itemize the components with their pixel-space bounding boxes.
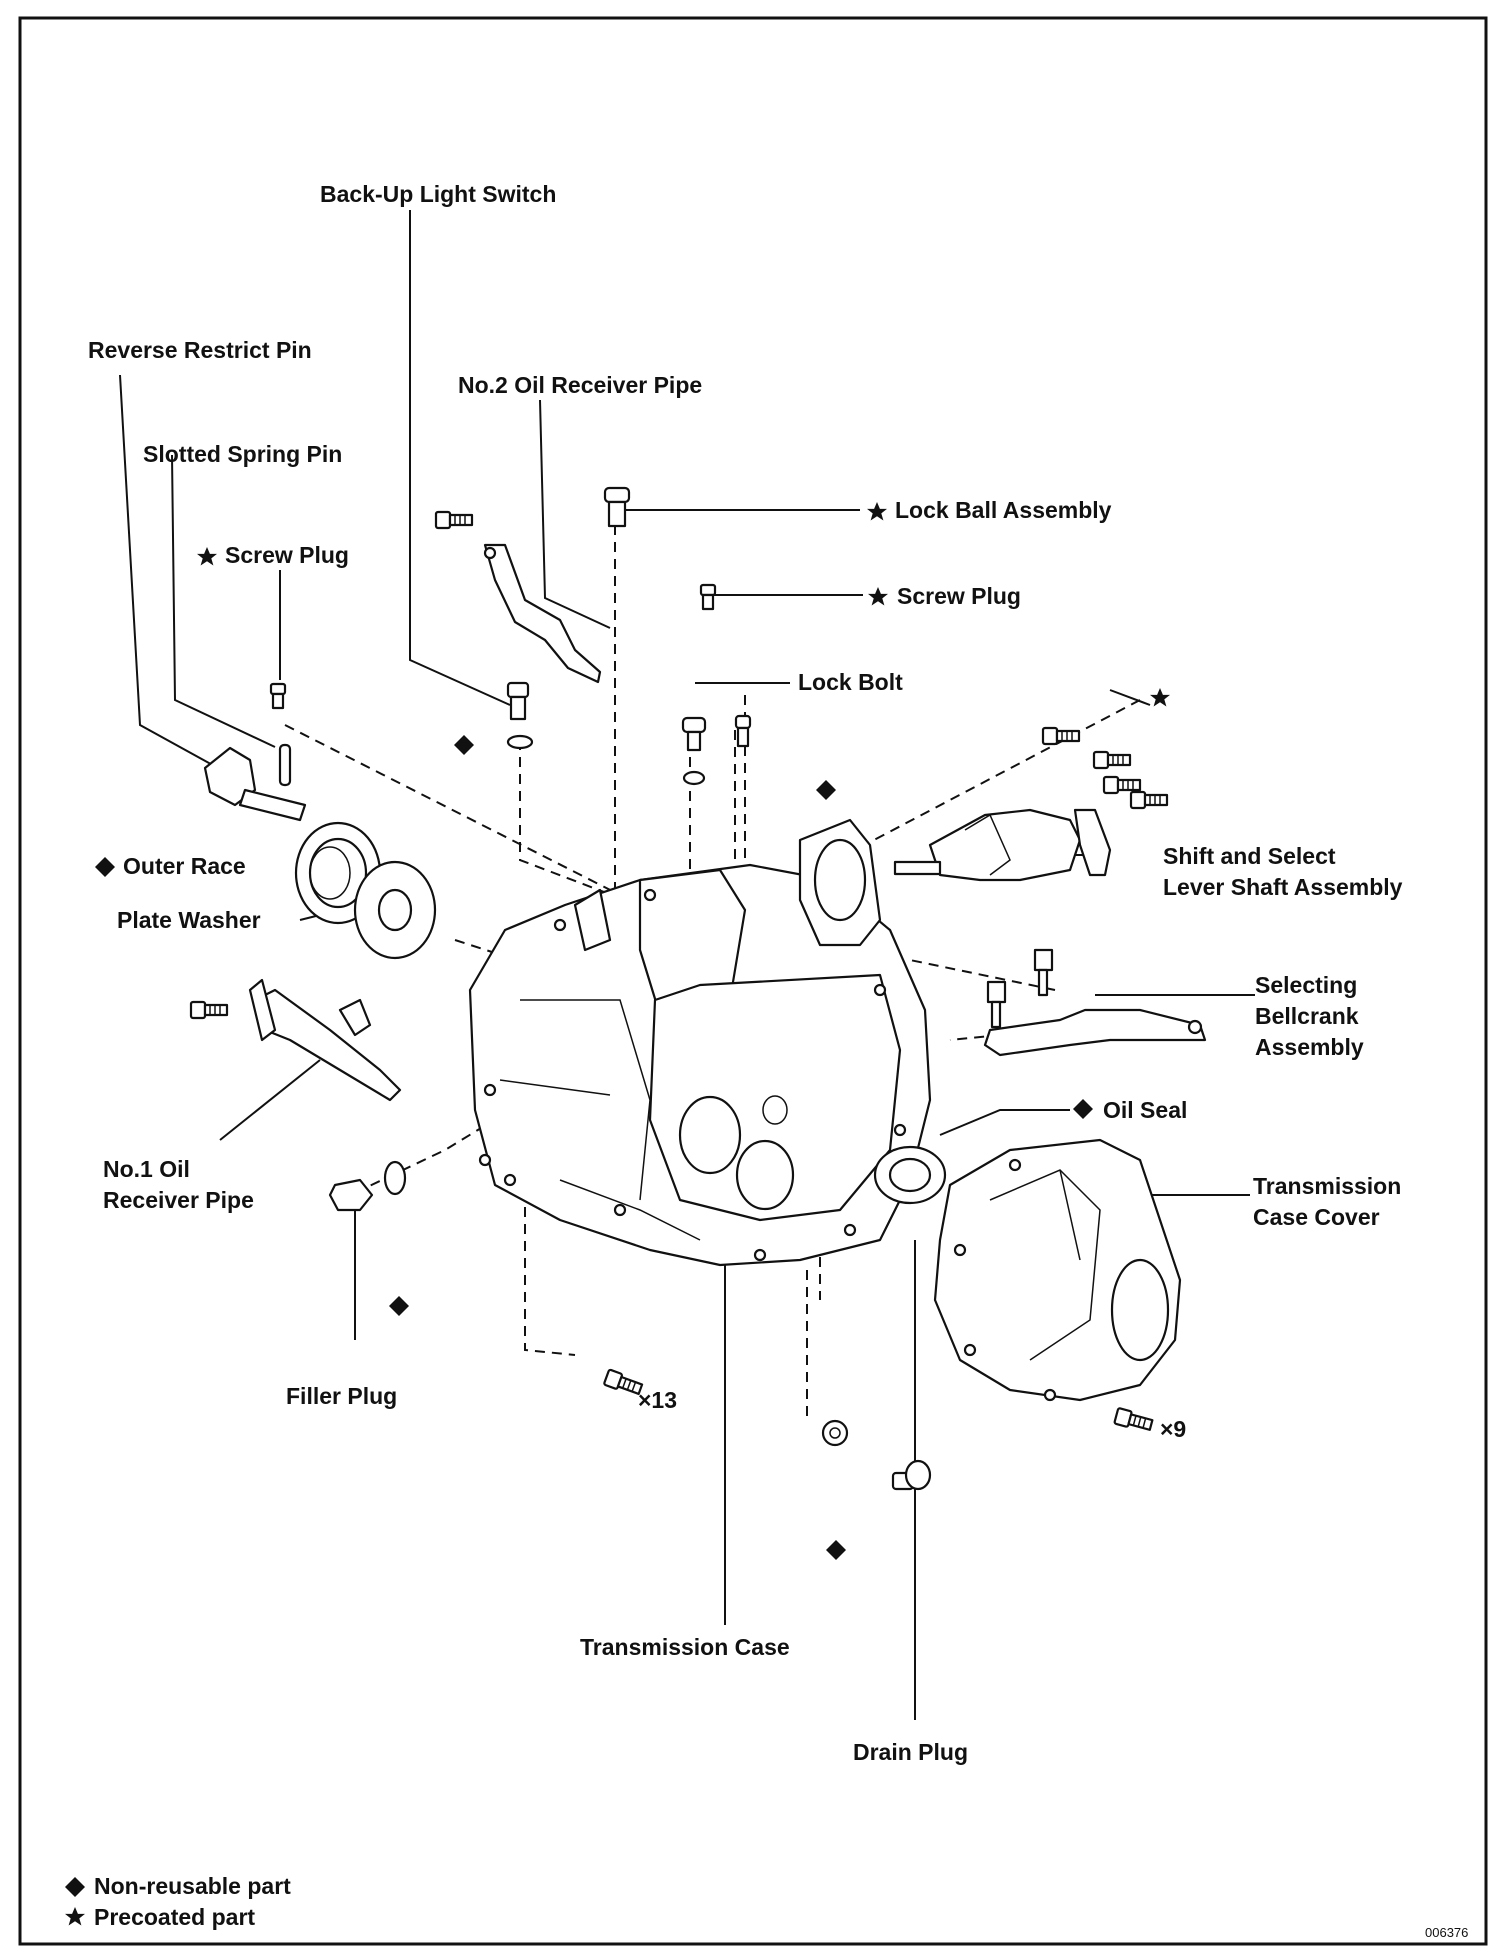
non-reusable-diamond-icon — [454, 735, 474, 755]
label-shift-select-line1: Shift and Select — [1163, 843, 1336, 869]
non-reusable-diamond-icon — [826, 1540, 846, 1560]
label-shift-select-line2: Lever Shaft Assembly — [1163, 874, 1403, 900]
label-transmission-case: Transmission Case — [580, 1634, 790, 1660]
legend-diamond-icon — [65, 1877, 85, 1897]
part-shift-select-lever-shaft-assembly — [893, 726, 1169, 882]
part-screw-plug-left — [269, 682, 287, 710]
part-back-up-light-switch — [506, 681, 534, 750]
label-screw-plug-right: Screw Plug — [897, 583, 1021, 609]
legend-precoated: Precoated part — [94, 1904, 255, 1930]
part-screw-plug-right — [699, 583, 717, 611]
label-filler-plug: Filler Plug — [286, 1383, 397, 1409]
part-drain-gasket — [821, 1419, 849, 1447]
label-bolts-x9: ×9 — [1160, 1416, 1186, 1442]
label-slotted-spring-pin: Slotted Spring Pin — [143, 441, 342, 467]
callout-labels: Back-Up Light Switch Reverse Restrict Pi… — [88, 181, 1403, 1765]
label-reverse-restrict-pin: Reverse Restrict Pin — [88, 337, 312, 363]
precoated-star-icon — [868, 587, 888, 606]
part-lock-bolt — [681, 714, 752, 786]
part-filler-plug — [328, 1160, 407, 1212]
label-no1-line2: Receiver Pipe — [103, 1187, 254, 1213]
precoated-star-icon — [197, 547, 217, 566]
label-plate-washer: Plate Washer — [117, 907, 261, 933]
legend-non-reusable: Non-reusable part — [94, 1873, 291, 1899]
non-reusable-diamond-icon — [1073, 1099, 1093, 1119]
label-bolts-x13: ×13 — [638, 1387, 677, 1413]
label-assembly: Assembly — [1255, 1034, 1364, 1060]
legend-star-icon — [65, 1907, 85, 1926]
precoated-star-icon — [1150, 688, 1170, 707]
part-case-gasket — [798, 818, 882, 947]
non-reusable-diamond-icon — [389, 1296, 409, 1316]
label-back-up-light-switch: Back-Up Light Switch — [320, 181, 556, 207]
label-lock-bolt: Lock Bolt — [798, 669, 903, 695]
label-bellcrank: Bellcrank — [1255, 1003, 1359, 1029]
legend: Non-reusable part Precoated part — [65, 1873, 291, 1930]
part-reverse-restrict-pin — [203, 743, 307, 822]
label-outer-race: Outer Race — [123, 853, 246, 879]
label-drain-plug: Drain Plug — [853, 1739, 968, 1765]
part-cover-bolt-x9 — [1113, 1406, 1155, 1434]
label-screw-plug-left: Screw Plug — [225, 542, 349, 568]
label-no1-line1: No.1 Oil — [103, 1156, 190, 1182]
part-oil-seal — [873, 1145, 947, 1205]
part-no1-oil-receiver-pipe — [189, 978, 402, 1102]
non-reusable-diamond-icon — [95, 857, 115, 877]
frame-border — [18, 16, 1488, 1946]
part-drain-plug — [891, 1459, 932, 1491]
part-no2-oil-receiver-pipe — [434, 510, 602, 684]
label-lock-ball-assembly: Lock Ball Assembly — [895, 497, 1112, 523]
label-oil-seal: Oil Seal — [1103, 1097, 1187, 1123]
non-reusable-diamond-icon — [816, 780, 836, 800]
part-transmission-case — [468, 863, 932, 1267]
part-plate-washer — [353, 860, 437, 960]
figure-code: 006376 — [1425, 1925, 1468, 1940]
part-selecting-bellcrank-assembly — [983, 948, 1207, 1057]
label-selecting: Selecting — [1255, 972, 1357, 998]
label-no2-oil-receiver-pipe: No.2 Oil Receiver Pipe — [458, 372, 702, 398]
part-transmission-case-cover — [933, 1138, 1182, 1402]
precoated-star-icon — [867, 502, 887, 521]
label-tc-cover-line2: Case Cover — [1253, 1204, 1380, 1230]
label-tc-cover-line1: Transmission — [1253, 1173, 1401, 1199]
part-lock-ball-assembly — [603, 486, 631, 528]
